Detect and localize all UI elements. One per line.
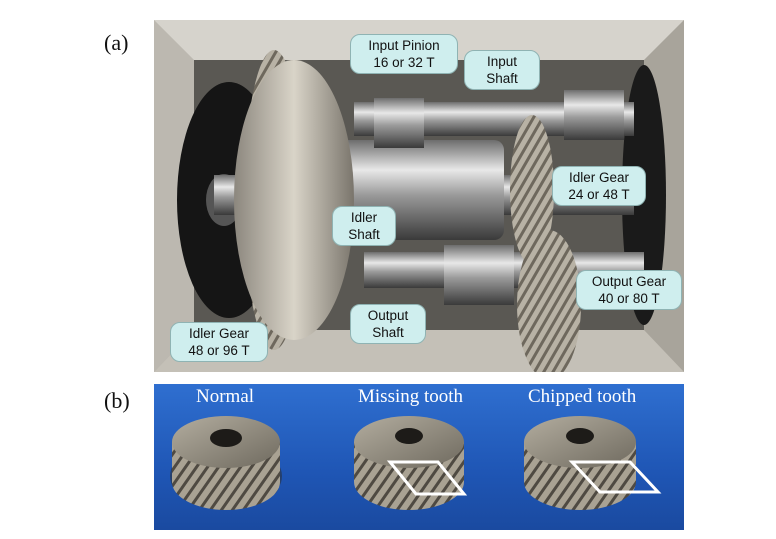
chipped-tooth-highlight-box [568,460,662,494]
caption-normal: Normal [196,386,255,407]
gear-samples-illustration [170,416,662,510]
caption-missing-tooth: Missing tooth [358,386,464,407]
caption-chipped-tooth: Chipped tooth [528,386,637,407]
panel-label-a: (a) [104,30,129,55]
callout-idler-gear-small: Idler Gear 24 or 48 T [552,166,646,206]
missing-tooth-gear [354,416,468,510]
gearbox-photo: Input Pinion 16 or 32 T Input Shaft Idle… [154,20,684,372]
missing-tooth-highlight-box [386,460,468,496]
normal-gear [170,416,282,510]
callout-input-pinion: Input Pinion 16 or 32 T [350,34,458,74]
panel-label-b: (b) [104,388,130,413]
callout-idler-shaft: Idler Shaft [332,206,396,246]
callout-idler-gear-large: Idler Gear 48 or 96 T [170,322,268,362]
callout-output-shaft: Output Shaft [350,304,426,344]
callout-input-shaft: Input Shaft [464,50,540,90]
gear-samples-photo: Normal Missing tooth Chipped tooth [154,384,684,530]
chipped-tooth-gear [524,416,662,510]
gearbox-illustration [154,20,684,372]
callout-output-gear: Output Gear 40 or 80 T [576,270,682,310]
